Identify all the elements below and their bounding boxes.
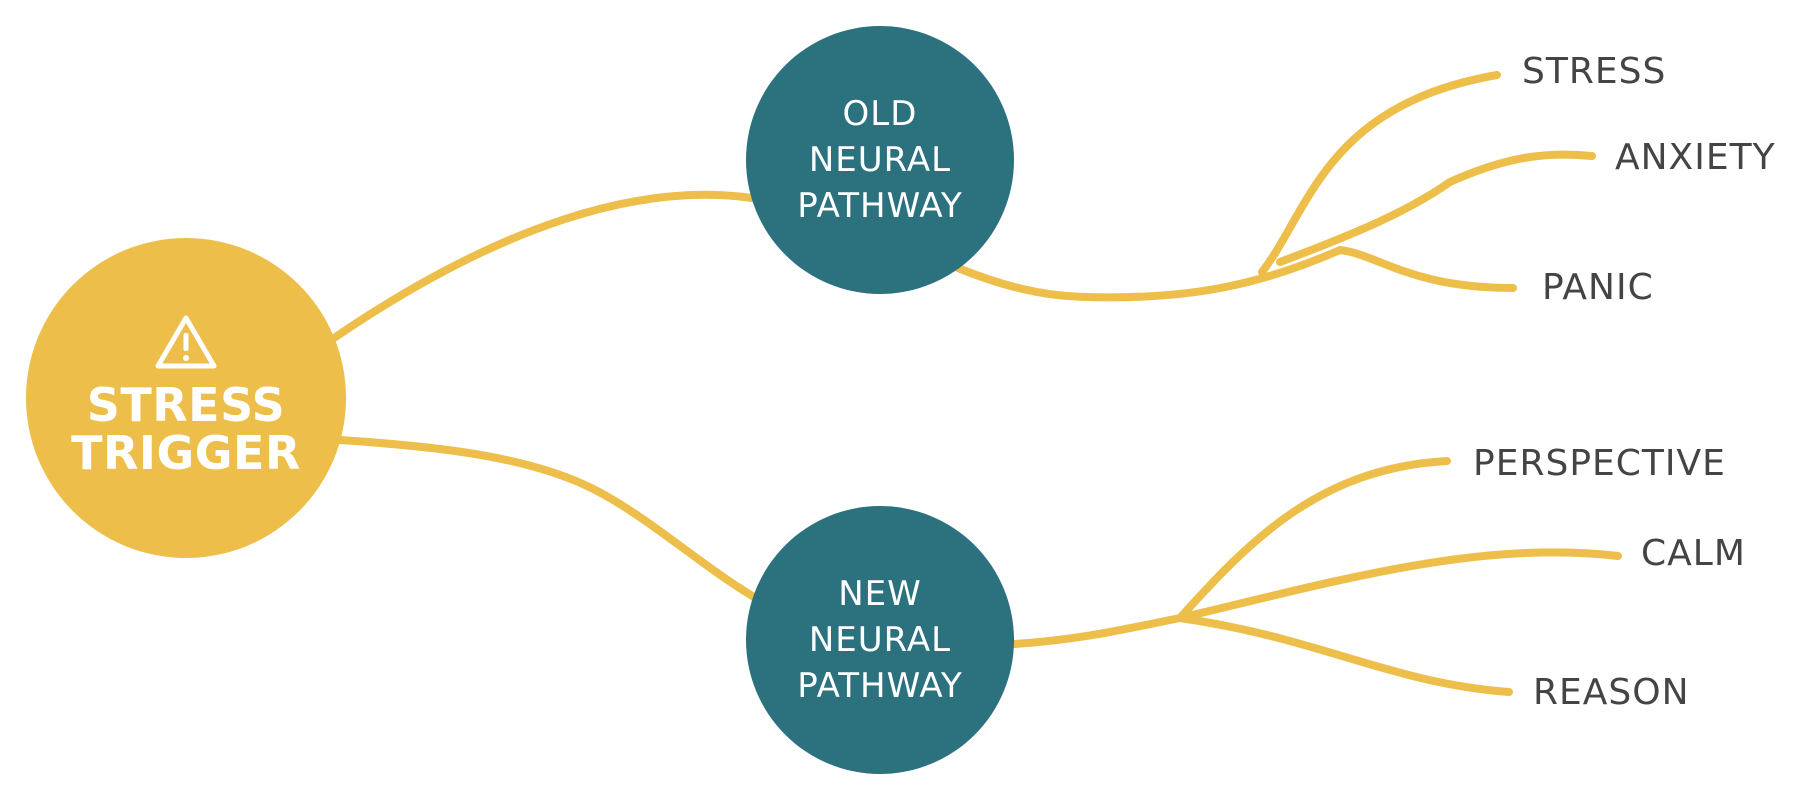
connector-old-to-stress: [1258, 71, 1501, 276]
connector-trigger-to-new: [336, 436, 758, 601]
outcome-stress: STRESS: [1522, 51, 1667, 92]
outcome-calm: CALM: [1641, 533, 1746, 574]
old-pathway-title-line: PATHWAY: [797, 186, 963, 226]
new-pathway-title-line: PATHWAY: [797, 666, 963, 706]
new-pathway-title-line: NEW: [838, 574, 922, 614]
old-pathway-title-line: OLD: [842, 94, 918, 134]
stress-trigger-node: STRESS TRIGGER: [26, 238, 346, 558]
connector-new-to-reason: [1176, 614, 1513, 696]
warning-triangle-icon: [155, 315, 217, 369]
connector-new-trunk: [1010, 614, 1184, 648]
connector-old-to-anxiety: [1276, 150, 1596, 266]
connector-old-to-panic: [1336, 246, 1517, 292]
new-pathway-title-line: NEURAL: [808, 620, 952, 660]
connector-trigger-to-old: [330, 190, 756, 342]
old-pathway-title: OLD NEURAL PATHWAY: [797, 91, 962, 229]
trigger-title-line: STRESS: [86, 378, 286, 432]
outcome-anxiety: ANXIETY: [1615, 137, 1776, 178]
new-pathway-title: NEW NEURAL PATHWAY: [797, 571, 962, 709]
outcome-reason: REASON: [1533, 672, 1690, 713]
old-pathway-title-line: NEURAL: [808, 140, 952, 180]
connector-new-to-calm: [1176, 548, 1622, 622]
connector-old-trunk: [954, 246, 1344, 302]
trigger-title-line: TRIGGER: [71, 426, 301, 480]
outcome-perspective: PERSPECTIVE: [1473, 443, 1726, 484]
connector-new-to-perspective: [1176, 457, 1451, 622]
trigger-title: STRESS TRIGGER: [71, 381, 301, 477]
old-neural-pathway-node: OLD NEURAL PATHWAY: [746, 26, 1014, 294]
new-neural-pathway-node: NEW NEURAL PATHWAY: [746, 506, 1014, 774]
outcome-panic: PANIC: [1542, 267, 1654, 308]
